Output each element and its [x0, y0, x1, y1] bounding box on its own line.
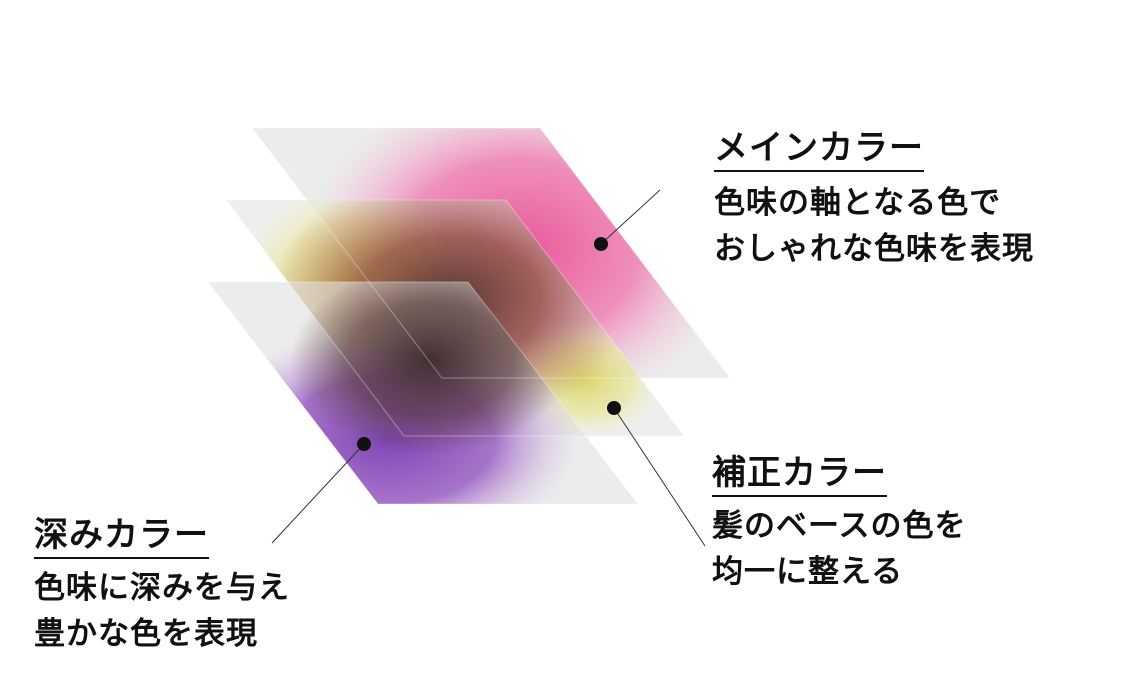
correction-color-title: 補正カラー [712, 453, 887, 497]
correction-color-desc-line-1: 髪のベースの色を [712, 508, 967, 544]
depth-color-desc-line-2: 豊かな色を表現 [34, 616, 258, 652]
correction-leader-line [613, 407, 706, 547]
main-marker-dot [594, 237, 608, 251]
correction-color-desc-line-2: 均一に整える [712, 554, 904, 590]
main-color-callout: メインカラー 色味の軸となる色で おしゃれな色味を表現 [714, 128, 1034, 272]
depth-color-desc-line-1: 色味に深みを与え [34, 570, 290, 606]
main-color-desc-line-1: 色味の軸となる色で [714, 185, 1002, 221]
depth-color-callout: 深みカラー 色味に深みを与え 豊かな色を表現 [34, 515, 290, 657]
depth-marker-dot [357, 437, 371, 451]
correction-color-callout: 補正カラー 髪のベースの色を 均一に整える [712, 453, 966, 595]
main-color-title: メインカラー [714, 128, 924, 172]
main-color-desc-line-2: おしゃれな色味を表現 [714, 231, 1034, 267]
main-leader-line [600, 189, 661, 245]
depth-leader-line [271, 443, 365, 544]
depth-color-title: 深みカラー [34, 515, 209, 559]
correction-marker-dot [607, 401, 621, 415]
